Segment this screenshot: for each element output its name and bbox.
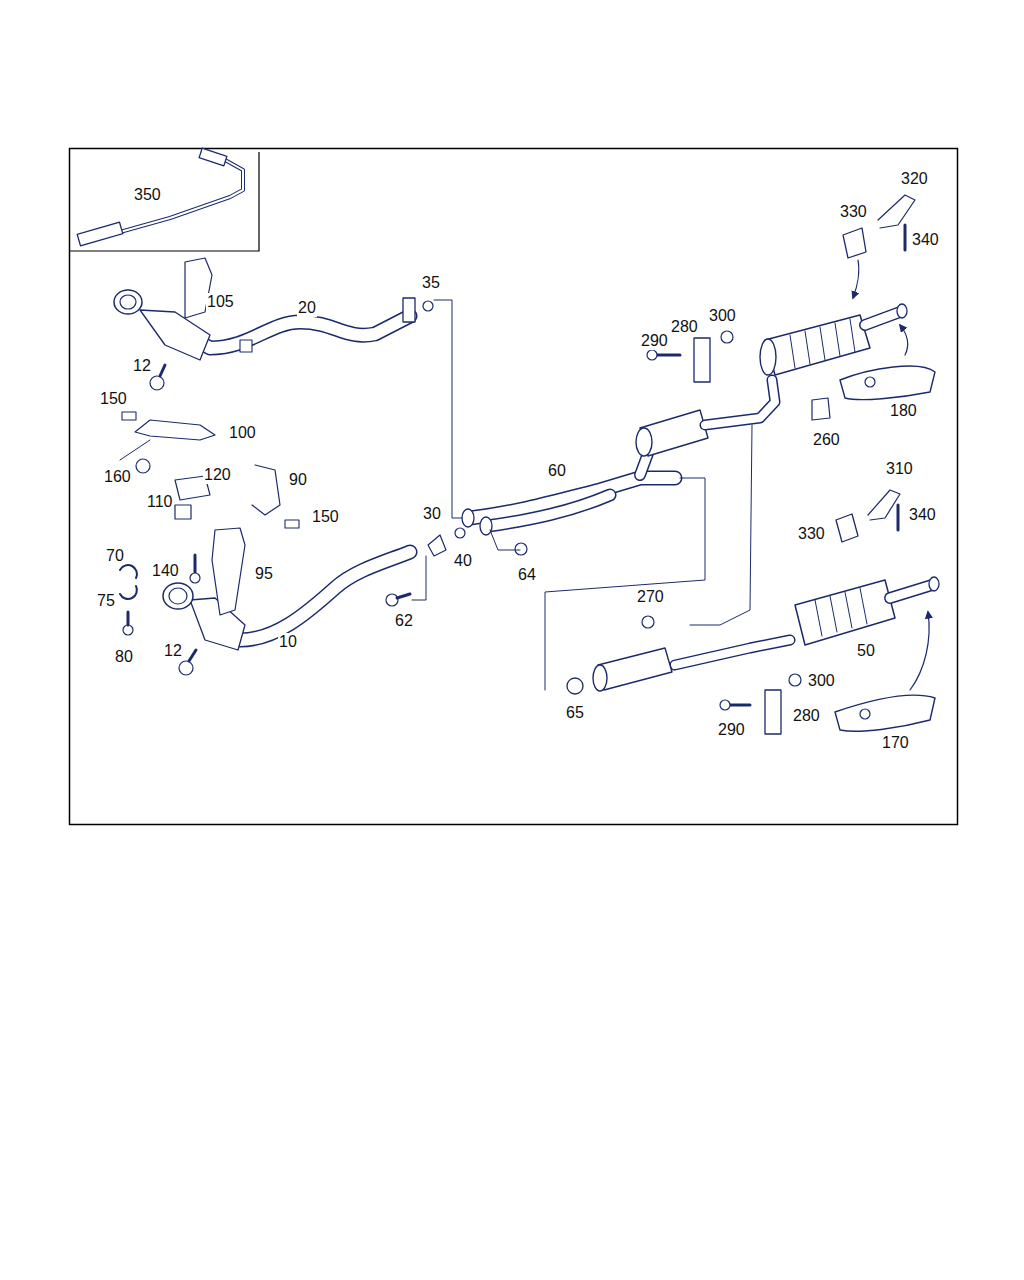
callout-number: 90: [288, 471, 308, 489]
callout-number: 310: [885, 460, 914, 478]
callout-number: 20: [297, 299, 317, 317]
callout-number: 280: [792, 707, 821, 725]
callout-number: 180: [889, 402, 918, 420]
callout-number: 62: [394, 612, 414, 630]
callout-number: 330: [797, 525, 826, 543]
front-pipe-lower: [163, 552, 410, 650]
leader-lines: [120, 300, 752, 690]
callout-number: 12: [163, 642, 183, 660]
rear-muffler: [647, 195, 935, 420]
rear-muffler-lower: [567, 490, 939, 734]
callout-number: 40: [453, 552, 473, 570]
callout-number: 10: [278, 633, 298, 651]
callout-number: 64: [517, 566, 537, 584]
callout-number: 70: [105, 547, 125, 565]
callout-number: 140: [151, 562, 180, 580]
callout-number: 170: [881, 734, 910, 752]
callout-number: 350: [133, 186, 162, 204]
intermediate-pipe: [462, 380, 775, 535]
callout-number: 340: [908, 506, 937, 524]
callout-number: 290: [717, 721, 746, 739]
callout-number: 30: [422, 505, 442, 523]
callout-number: 80: [114, 648, 134, 666]
bracket: [135, 420, 215, 440]
callout-number: 120: [203, 466, 232, 484]
callout-number: 150: [311, 508, 340, 526]
callout-number: 65: [565, 704, 585, 722]
callout-number: 280: [670, 318, 699, 336]
callout-number: 270: [636, 588, 665, 606]
callout-number: 95: [254, 565, 274, 583]
callout-number: 320: [900, 170, 929, 188]
callout-number: 50: [856, 642, 876, 660]
callout-number: 150: [99, 390, 128, 408]
inset-frame: [70, 152, 260, 251]
callout-number: 110: [146, 493, 174, 511]
callout-number: 35: [421, 274, 441, 292]
callout-number: 300: [708, 307, 737, 325]
oxygen-sensor: [77, 148, 243, 246]
callout-number: 260: [812, 431, 841, 449]
callout-number: 105: [206, 293, 235, 311]
callout-number: 100: [228, 424, 257, 442]
frame: [70, 149, 958, 825]
callout-number: 340: [911, 231, 940, 249]
callout-number: 60: [547, 462, 567, 480]
callout-number: 300: [807, 672, 836, 690]
front-pipe-upper: [114, 258, 415, 360]
bracket: [212, 528, 245, 615]
bracket: [252, 465, 280, 515]
callout-number: 75: [96, 592, 116, 610]
callout-number: 330: [839, 203, 868, 221]
callout-number: 12: [132, 357, 152, 375]
callout-number: 160: [103, 468, 132, 486]
callout-number: 290: [640, 332, 669, 350]
